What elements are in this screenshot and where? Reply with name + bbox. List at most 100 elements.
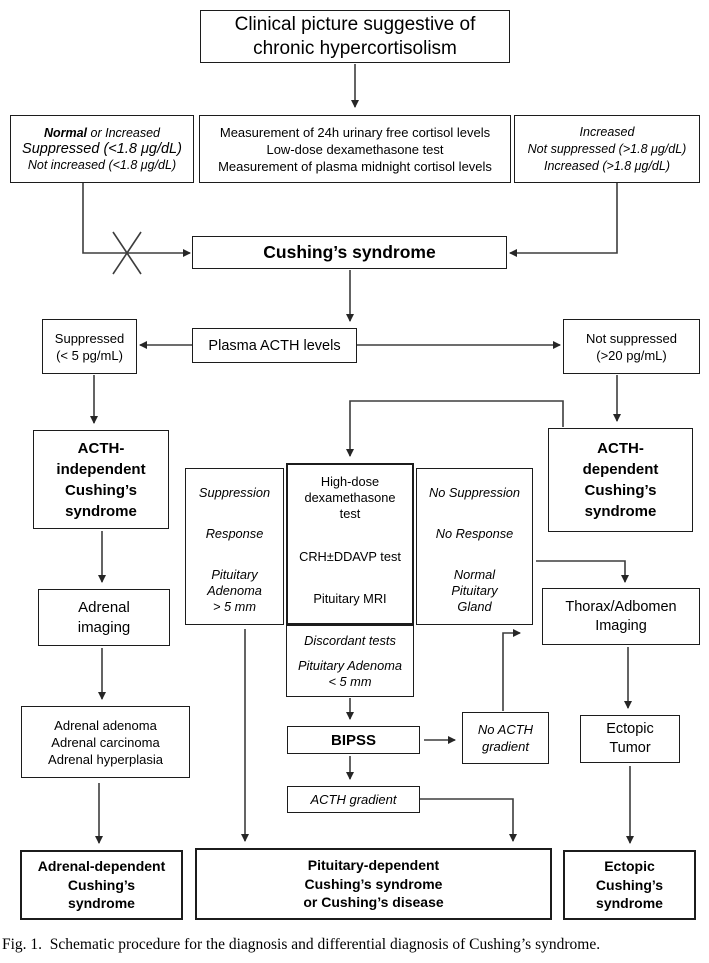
text-line: Adrenal hyperplasia <box>48 751 163 767</box>
arrow-no-suppression-to-thorax <box>536 560 629 583</box>
text-line: or Cushing’s disease <box>303 894 444 911</box>
node-acth-independent: ACTH- independent Cushing’s syndrome <box>33 430 169 529</box>
text-line: Suppression <box>198 485 271 500</box>
text-group: Normal Pituitary Gland <box>419 567 530 615</box>
arrow-no-acth-gradient-to-thorax <box>502 629 521 711</box>
node-right-criteria: Increased Not suppressed (>1.8 μg/dL) In… <box>514 115 700 183</box>
node-plasma-acth-levels: Plasma ACTH levels <box>192 328 357 363</box>
text-line: Adrenal <box>78 598 130 616</box>
text-line: Plasma ACTH levels <box>208 337 341 354</box>
node-clinical-picture: Clinical picture suggestive of chronic h… <box>200 10 510 63</box>
text-line: Pituitary-dependent <box>307 857 440 874</box>
text-line: syndrome <box>584 503 657 520</box>
text-line: Thorax/Adbomen <box>565 598 677 615</box>
text-line: Adenoma <box>207 583 262 598</box>
text-group: Pituitary Adenoma > 5 mm <box>188 567 281 615</box>
text-line: < 5 mm <box>328 674 372 689</box>
text-line: syndrome <box>68 895 135 912</box>
text-line: No ACTH <box>477 722 534 737</box>
node-discordant-tests: Discordant tests Pituitary Adenoma < 5 m… <box>286 625 414 697</box>
text-line: No Response <box>435 526 514 541</box>
node-left-criteria: Normal or Increased Suppressed (<1.8 μg/… <box>10 115 194 183</box>
text-line: ACTH- <box>597 440 644 457</box>
text-line: Ectopic <box>604 858 655 875</box>
text-line: Ectopic <box>606 721 654 737</box>
text-line: Suppressed <box>54 330 125 346</box>
text-line: Cushing’s <box>65 481 137 499</box>
text-line: Imaging <box>595 617 647 634</box>
text-line: syndrome <box>596 895 663 912</box>
text-line: Pituitary Adenoma <box>297 658 403 673</box>
node-no-acth-gradient: No ACTH gradient <box>462 712 549 764</box>
text-line: CRH±DDAVP test <box>299 548 401 564</box>
node-acth-dependent: ACTH- dependent Cushing’s syndrome <box>548 428 693 532</box>
text-line: Cushing’s <box>595 876 664 893</box>
text-line: imaging <box>77 618 131 636</box>
text-line: Suppressed (<1.8 μg/dL) <box>22 141 182 157</box>
text-line: Normal <box>453 567 496 582</box>
node-pituitary-dependent-cushings: Pituitary-dependent Cushing’s syndrome o… <box>195 848 552 920</box>
text-span: or Increased <box>87 126 161 140</box>
text-line: test <box>339 506 361 521</box>
text-line: ACTH- <box>77 439 125 457</box>
node-acth-suppressed: Suppressed (< 5 pg/mL) <box>42 319 137 374</box>
text-line: syndrome <box>65 502 137 520</box>
text-line: Cushing’s <box>67 876 136 893</box>
node-dynamic-tests-column: High-dose dexamethasone test CRH±DDAVP t… <box>286 463 414 625</box>
text-line: Not increased (<1.8 μg/dL) <box>27 158 177 172</box>
text-line: Cushing’s <box>584 482 657 499</box>
text-line: Not suppressed (>1.8 μg/dL) <box>527 141 687 156</box>
node-acth-not-suppressed: Not suppressed (>20 pg/mL) <box>563 319 700 374</box>
text-line: High-dose <box>320 474 380 489</box>
text-line: dexamethasone <box>304 490 396 505</box>
text-line: Increased (>1.8 μg/dL) <box>543 158 671 173</box>
text-line: ACTH gradient <box>310 792 397 807</box>
text-line: Normal or Increased <box>11 125 193 141</box>
node-screening-tests: Measurement of 24h urinary free cortisol… <box>199 115 511 183</box>
text-line: Tumor <box>609 740 651 756</box>
text-line: Measurement of 24h urinary free cortisol… <box>219 124 491 140</box>
text-line: BIPSS <box>330 731 376 749</box>
text-line: No Suppression <box>428 485 521 500</box>
arrow-left-criteria-to-cushings <box>82 183 191 257</box>
text-line: Measurement of plasma midnight cortisol … <box>218 158 492 174</box>
text-line: Pituitary <box>211 567 258 582</box>
arrow-acth-dependent-branch-to-tests <box>346 400 564 457</box>
text-line: gradient <box>482 739 529 754</box>
text-line: dependent <box>582 461 659 478</box>
node-thorax-abdomen-imaging: Thorax/Adbomen Imaging <box>542 588 700 645</box>
text-line: chronic hypercortisolism <box>253 37 457 59</box>
text-line: Pituitary <box>451 583 498 598</box>
node-bipss: BIPSS <box>287 726 420 754</box>
arrow-right-criteria-to-cushings <box>509 183 618 257</box>
text-line: Clinical picture suggestive of <box>234 13 476 35</box>
node-no-suppression-column: No Suppression No Response Normal Pituit… <box>416 468 533 625</box>
node-suppression-column: Suppression Response Pituitary Adenoma >… <box>185 468 284 625</box>
text-line: Cushing’s syndrome <box>304 875 443 892</box>
node-ectopic-tumor: Ectopic Tumor <box>580 715 680 763</box>
text-group: Pituitary Adenoma < 5 mm <box>289 658 411 690</box>
figure-caption: Fig. 1. Schematic procedure for the diag… <box>2 936 601 953</box>
text-line: Gland <box>457 599 492 614</box>
text-line: Pituitary MRI <box>313 591 387 606</box>
text-line: Cushing’s syndrome <box>263 242 436 262</box>
node-ectopic-cushings: Ectopic Cushing’s syndrome <box>563 850 696 920</box>
text-group: High-dose dexamethasone test <box>290 474 410 522</box>
text-line: Not suppressed <box>585 330 678 346</box>
node-adrenal-findings: Adrenal adenoma Adrenal carcinoma Adrena… <box>21 706 190 778</box>
text-line: Low-dose dexamethasone test <box>266 141 444 157</box>
text-line: (< 5 pg/mL) <box>56 347 123 363</box>
exclusion-x-mark <box>112 231 142 275</box>
text-line: Adrenal adenoma <box>54 717 157 733</box>
node-cushings-syndrome: Cushing’s syndrome <box>192 236 507 269</box>
text-line: Increased <box>579 124 635 139</box>
text-line: Adrenal carcinoma <box>51 734 160 750</box>
node-adrenal-dependent-cushings: Adrenal-dependent Cushing’s syndrome <box>20 850 183 920</box>
text-line: Discordant tests <box>304 633 396 648</box>
text-line: (>20 pg/mL) <box>596 347 667 363</box>
text-line: Response <box>205 526 264 541</box>
text-line: Adrenal-dependent <box>37 858 166 875</box>
text-emphasis: Normal <box>43 126 88 140</box>
node-acth-gradient: ACTH gradient <box>287 786 420 813</box>
